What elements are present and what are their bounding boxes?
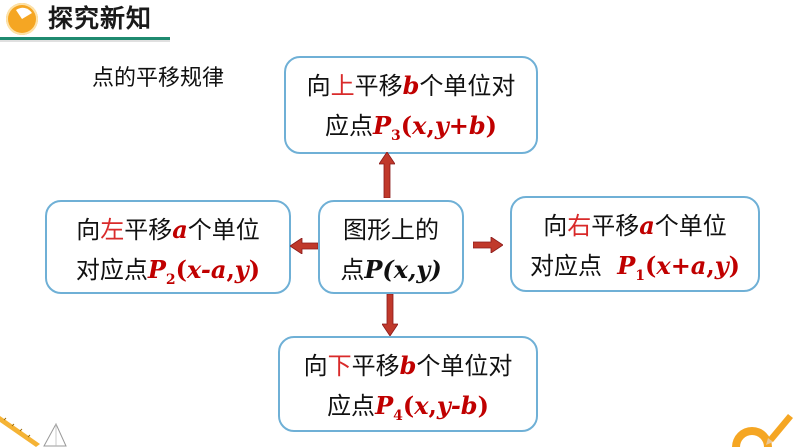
translate-down-line2: 应点P4(x,y-b) bbox=[280, 386, 536, 436]
right-line2-prefix: 对应点 bbox=[529, 252, 602, 280]
translate-left-box: 向左平移a个单位 对应点P2(x-a,y) bbox=[45, 200, 291, 294]
arrow-left-icon bbox=[290, 238, 318, 254]
down-line2-prefix: 应点 bbox=[327, 392, 376, 420]
right-paren-open: ( bbox=[645, 251, 657, 280]
center-prefix: 点 bbox=[340, 256, 365, 284]
center-line2: 点P(x,y) bbox=[320, 250, 462, 290]
right-variable: a bbox=[639, 211, 655, 240]
center-coords: (x,y) bbox=[382, 255, 442, 284]
right-coord-y: y bbox=[714, 251, 729, 280]
right-subscript: 1 bbox=[635, 267, 646, 284]
slide-header: 探究新知 bbox=[0, 0, 794, 44]
right-text1: 向 bbox=[543, 212, 568, 240]
down-variable: b bbox=[399, 351, 417, 380]
up-point: P bbox=[372, 111, 392, 140]
translate-left-line2: 对应点P2(x-a,y) bbox=[47, 250, 289, 300]
left-paren-close: ) bbox=[248, 255, 261, 284]
translate-up-box: 向上平移b个单位对 应点P3(x,y+b) bbox=[284, 56, 538, 154]
up-comma: , bbox=[426, 111, 435, 140]
down-subscript: 4 bbox=[393, 407, 403, 424]
pencil-protractor-decoration-icon bbox=[732, 414, 793, 447]
left-comma: , bbox=[226, 255, 235, 284]
down-text3: 个单位对 bbox=[416, 352, 513, 380]
left-text3: 个单位 bbox=[187, 216, 260, 244]
down-text2: 平移 bbox=[351, 352, 400, 380]
pie-chart-icon bbox=[6, 3, 38, 35]
down-paren-open: ( bbox=[402, 391, 415, 420]
left-coord-y: y bbox=[234, 255, 249, 284]
right-point: P bbox=[617, 251, 636, 280]
translate-down-line1: 向下平移b个单位对 bbox=[280, 346, 536, 386]
up-paren-close: ) bbox=[485, 111, 498, 140]
translate-right-line2: 对应点 P1(x+a,y) bbox=[512, 246, 758, 296]
up-paren-open: ( bbox=[400, 111, 413, 140]
translate-right-line1: 向右平移a个单位 bbox=[512, 206, 758, 246]
section-title: 探究新知 bbox=[48, 4, 153, 33]
arrow-up-icon bbox=[379, 152, 395, 198]
translate-up-line2: 应点P3(x,y+b) bbox=[286, 106, 536, 156]
header-underline bbox=[0, 37, 170, 42]
translate-left-line1: 向左平移a个单位 bbox=[47, 210, 289, 250]
translate-right-box: 向右平移a个单位 对应点 P1(x+a,y) bbox=[510, 196, 760, 292]
up-coord-x: x bbox=[412, 111, 427, 140]
up-subscript: 3 bbox=[391, 127, 401, 144]
down-paren-close: ) bbox=[477, 391, 489, 420]
translate-up-line1: 向上平移b个单位对 bbox=[286, 66, 536, 106]
down-text1: 向 bbox=[303, 352, 328, 380]
up-direction: 上 bbox=[330, 72, 355, 100]
rule-label: 点的平移规律 bbox=[92, 66, 225, 91]
translate-down-box: 向下平移b个单位对 应点P4(x,y-b) bbox=[278, 336, 538, 432]
down-comma: , bbox=[428, 391, 437, 420]
left-line2-prefix: 对应点 bbox=[75, 256, 148, 284]
right-comma: , bbox=[706, 251, 715, 280]
right-text2: 平移 bbox=[591, 212, 640, 240]
down-point: P bbox=[375, 391, 394, 420]
left-paren-open: ( bbox=[175, 255, 188, 284]
arrow-down-icon bbox=[382, 294, 398, 336]
down-coord-x: x bbox=[414, 391, 429, 420]
left-point: P bbox=[147, 255, 166, 284]
left-coord-x: x-a bbox=[187, 255, 227, 284]
right-direction: 右 bbox=[567, 212, 592, 240]
original-point-box: 图形上的 点P(x,y) bbox=[318, 200, 464, 294]
left-text2: 平移 bbox=[124, 216, 173, 244]
left-direction: 左 bbox=[100, 216, 125, 244]
right-text3: 个单位 bbox=[654, 212, 727, 240]
left-variable: a bbox=[172, 215, 188, 244]
arrow-right-icon bbox=[473, 237, 503, 253]
up-line2-prefix: 应点 bbox=[324, 112, 373, 140]
left-subscript: 2 bbox=[165, 271, 176, 288]
up-text2: 平移 bbox=[354, 72, 403, 100]
up-text3: 个单位对 bbox=[419, 72, 516, 100]
up-text1: 向 bbox=[306, 72, 331, 100]
center-line1: 图形上的 bbox=[343, 216, 439, 244]
right-coord-x: x+a bbox=[656, 251, 707, 280]
right-paren-close: ) bbox=[728, 251, 741, 280]
down-direction: 下 bbox=[327, 352, 352, 380]
center-point: P bbox=[364, 255, 383, 284]
ruler-triangle-decoration-icon bbox=[0, 416, 67, 447]
left-text1: 向 bbox=[76, 216, 101, 244]
up-coord-y: y+b bbox=[434, 111, 486, 140]
up-variable: b bbox=[402, 71, 420, 100]
down-coord-y: y-b bbox=[436, 391, 478, 420]
